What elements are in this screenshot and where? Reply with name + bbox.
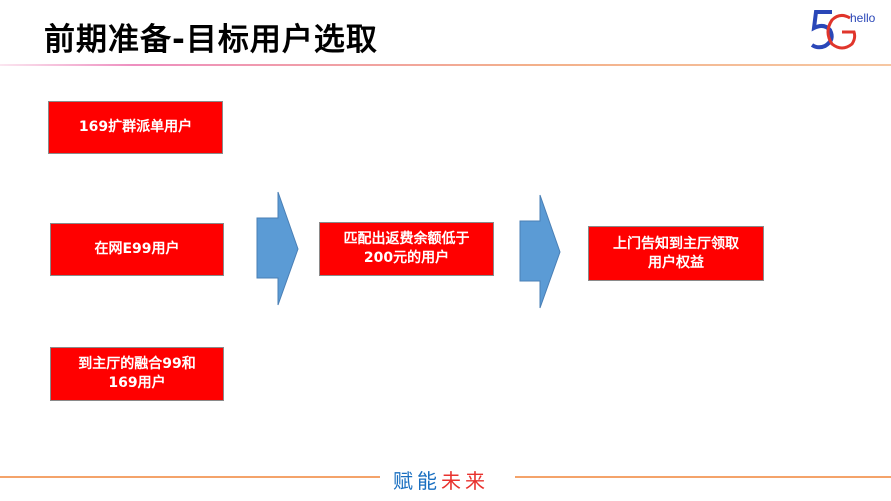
footer-line-right [515, 476, 891, 478]
footer: 赋能未来 [0, 465, 891, 493]
source-box-fusion: 到主厅的融合99和169用户 [50, 347, 224, 401]
slogan-red: 未来 [441, 469, 489, 493]
slogan-blue: 赋能 [393, 469, 441, 493]
5g-hello-logo: hello [810, 10, 876, 50]
match-box: 匹配出返费余额低于200元的用户 [319, 222, 494, 276]
arrow-right-icon [256, 191, 299, 306]
header-divider [0, 64, 891, 66]
page-title: 前期准备-目标用户选取 [44, 22, 378, 58]
arrow-right-icon [519, 194, 561, 309]
source-box-169-expansion: 169扩群派单用户 [48, 101, 223, 154]
result-box: 上门告知到主厅领取用户权益 [588, 226, 764, 281]
svg-text:hello: hello [850, 11, 876, 25]
source-box-e99: 在网E99用户 [50, 223, 224, 276]
footer-line-left [0, 476, 380, 478]
footer-slogan: 赋能未来 [393, 465, 489, 494]
